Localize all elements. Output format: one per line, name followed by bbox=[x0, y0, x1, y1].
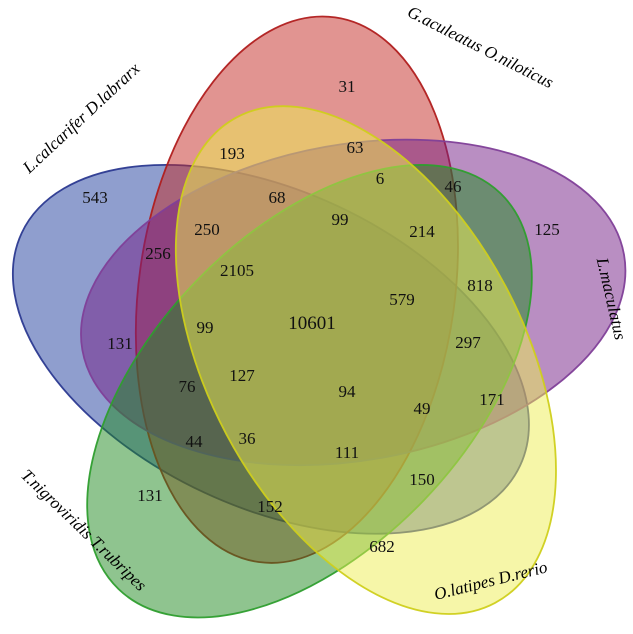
venn-region-count-68: 68 bbox=[269, 188, 286, 207]
venn-region-count-256: 256 bbox=[145, 244, 171, 263]
venn-region-count-543: 543 bbox=[82, 188, 108, 207]
venn-region-count-250: 250 bbox=[194, 220, 220, 239]
venn-region-count-76: 76 bbox=[179, 377, 196, 396]
venn-region-count-579: 579 bbox=[389, 290, 415, 309]
venn-region-count-171: 171 bbox=[479, 390, 505, 409]
venn-region-count-31: 31 bbox=[339, 77, 356, 96]
venn-region-count-2105: 2105 bbox=[220, 261, 254, 280]
venn-region-count-111: 111 bbox=[335, 443, 359, 462]
venn-region-count-6: 6 bbox=[376, 169, 385, 188]
venn-region-count-99: 99 bbox=[332, 210, 349, 229]
venn-region-count-818: 818 bbox=[467, 276, 493, 295]
venn-region-count-193: 193 bbox=[219, 144, 245, 163]
venn-region-count-10601: 10601 bbox=[288, 313, 336, 334]
venn-ellipse-olatipes-drerio bbox=[174, 105, 557, 615]
venn-region-count-127: 127 bbox=[229, 366, 255, 385]
venn-region-count-36: 36 bbox=[239, 429, 256, 448]
venn-region-count-44: 44 bbox=[186, 432, 204, 451]
venn-region-count-49: 49 bbox=[414, 399, 431, 418]
venn-region-count-214: 214 bbox=[409, 222, 435, 241]
venn-region-count-99: 99 bbox=[197, 318, 214, 337]
venn-region-count-131: 131 bbox=[137, 486, 163, 505]
venn-region-count-682: 682 bbox=[369, 537, 395, 556]
venn-region-count-150: 150 bbox=[409, 470, 435, 489]
venn-region-count-63: 63 bbox=[347, 138, 364, 157]
venn-region-count-152: 152 bbox=[257, 497, 283, 516]
venn-region-count-94: 94 bbox=[339, 382, 357, 401]
venn-region-count-125: 125 bbox=[534, 220, 560, 239]
venn-region-count-46: 46 bbox=[445, 177, 462, 196]
venn-region-count-131: 131 bbox=[107, 334, 133, 353]
venn-region-count-297: 297 bbox=[455, 333, 481, 352]
